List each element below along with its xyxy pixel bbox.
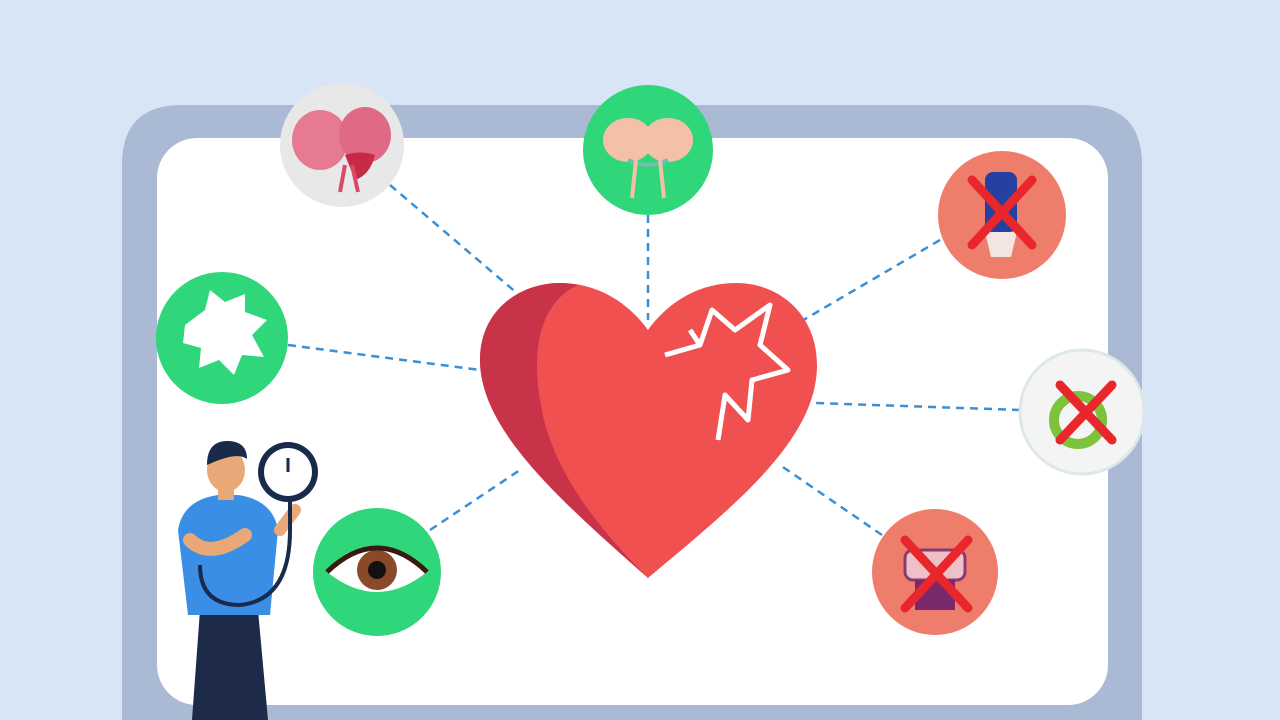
virus-splat-icon [156, 272, 288, 404]
green-ring-crossed-icon [1018, 348, 1146, 476]
brain-icon [583, 85, 713, 215]
connector-line [429, 468, 521, 532]
connector-line [389, 184, 526, 301]
person-with-blood-pressure-gauge [178, 440, 318, 720]
organ-crossed-icon [872, 509, 998, 635]
connectors [287, 184, 1021, 537]
connector-line [287, 343, 481, 372]
brain-kidney-icon [280, 83, 404, 207]
eye-icon [313, 508, 441, 636]
pill-bottle-crossed-icon [938, 151, 1066, 279]
connector-line [814, 401, 1021, 412]
broken-heart-icon [480, 283, 817, 578]
connector-line [779, 463, 883, 537]
